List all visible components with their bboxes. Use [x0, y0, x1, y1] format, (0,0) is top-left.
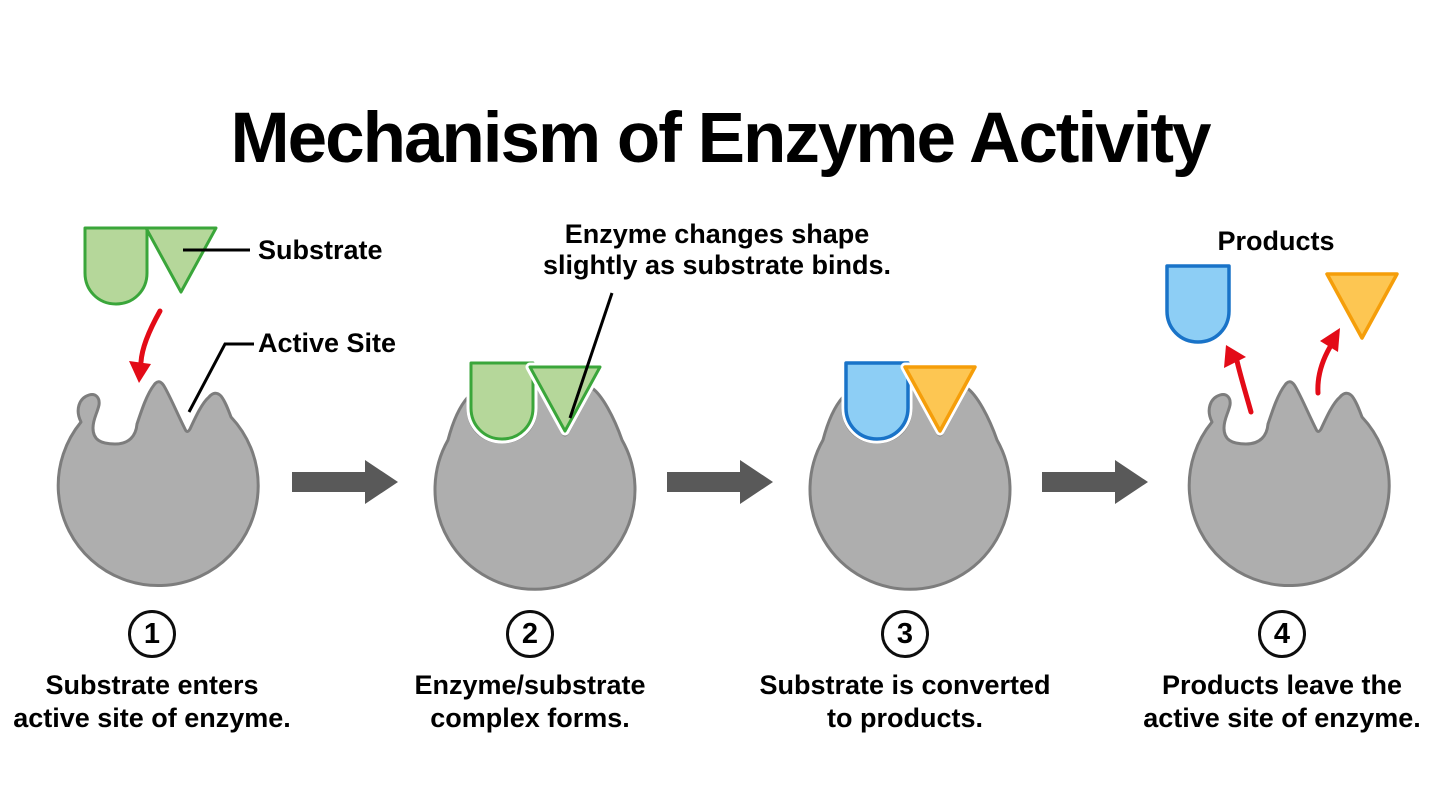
motion-arrow-down-icon	[138, 308, 163, 365]
caption-line-1: Enzyme/substrate	[414, 670, 646, 700]
substrate-square-shape	[469, 361, 535, 441]
active-site-label: Active Site	[258, 328, 397, 358]
caption-line-2: active site of enzyme.	[1143, 703, 1421, 733]
note-line-1: Enzyme changes shape	[564, 219, 870, 249]
substrate-triangle-shape	[144, 226, 218, 294]
product-square-shape	[844, 361, 910, 441]
step-4-footer: 4 Products leave the active site of enzy…	[1112, 610, 1440, 735]
step-1-graphic	[56, 226, 260, 588]
step-2-footer: 2 Enzyme/substrate complex forms.	[360, 610, 700, 735]
motion-arrow-up-left-icon	[1234, 358, 1254, 415]
products-label: Products	[1217, 226, 1335, 256]
caption-line-2: active site of enzyme.	[13, 703, 291, 733]
step-number: 4	[1273, 617, 1291, 650]
step-number: 3	[896, 617, 914, 650]
product-square-shape	[1165, 264, 1231, 344]
caption-line-1: Substrate is converted	[759, 670, 1051, 700]
step-caption: Enzyme/substrate complex forms.	[414, 669, 645, 735]
step-caption: Substrate is converted to products.	[759, 669, 1050, 735]
step-number: 2	[521, 617, 539, 650]
caption-line-1: Products leave the	[1161, 670, 1403, 700]
step-caption: Products leave the active site of enzyme…	[1143, 669, 1421, 735]
conformational-change-note: Enzyme changes shape slightly as substra…	[517, 219, 917, 281]
note-line-2: slightly as substrate binds.	[542, 250, 892, 280]
step-3-footer: 3 Substrate is converted to products.	[735, 610, 1075, 735]
caption-line-2: to products.	[827, 703, 983, 733]
caption-line-1: Substrate enters	[45, 670, 259, 700]
caption-line-2: complex forms.	[430, 703, 630, 733]
page-title: Mechanism of Enzyme Activity	[230, 98, 1211, 178]
motion-arrow-up-right-head-icon	[1320, 328, 1340, 352]
step-number-badge: 3	[881, 610, 929, 658]
note-leader-line	[568, 292, 614, 419]
enzyme-shape	[1187, 380, 1391, 588]
enzyme-shape	[56, 380, 260, 588]
step-2-graphic	[433, 292, 637, 591]
step-number-badge: 2	[506, 610, 554, 658]
motion-arrow-down-head-icon	[129, 361, 151, 383]
substrate-label: Substrate	[258, 235, 383, 265]
step-arrow-icon	[1042, 460, 1148, 504]
step-arrow-icon	[292, 460, 398, 504]
motion-arrow-up-left-head-icon	[1224, 345, 1246, 368]
step-number: 1	[143, 617, 161, 650]
active-site-leader-line	[187, 342, 254, 413]
step-4-graphic	[1165, 264, 1399, 588]
step-arrow-icon	[667, 460, 773, 504]
step-number-badge: 4	[1258, 610, 1306, 658]
motion-arrow-up-right-icon	[1315, 344, 1333, 396]
substrate-square-shape	[83, 226, 149, 306]
step-number-badge: 1	[128, 610, 176, 658]
step-3-graphic	[808, 361, 1012, 591]
step-caption: Substrate enters active site of enzyme.	[13, 669, 291, 735]
product-triangle-shape	[1325, 272, 1399, 340]
step-1-footer: 1 Substrate enters active site of enzyme…	[0, 610, 322, 735]
